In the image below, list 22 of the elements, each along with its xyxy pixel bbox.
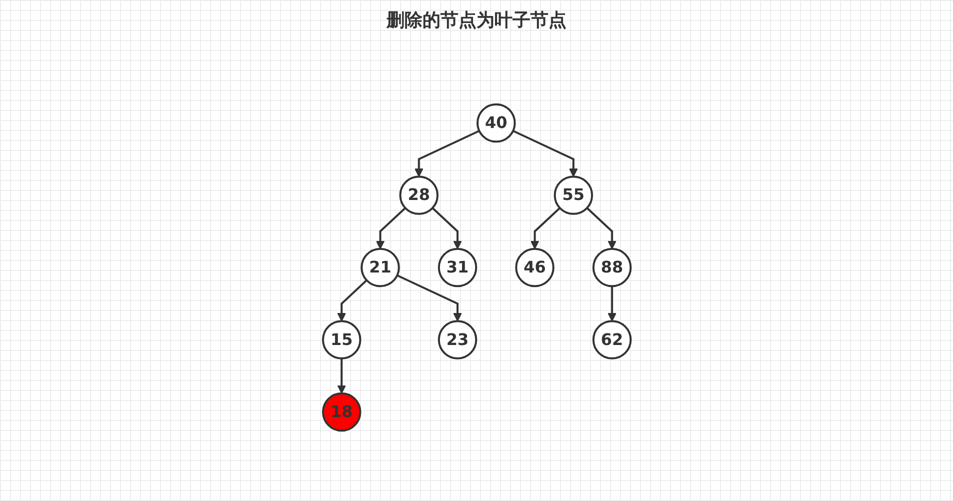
node-circle: 21 — [360, 248, 400, 288]
node-circle: 31 — [438, 248, 477, 288]
node-circle: 55 — [553, 176, 593, 215]
arrow — [414, 130, 480, 177]
arrow — [396, 274, 462, 322]
arrow — [431, 207, 462, 250]
node-circle: 46 — [514, 248, 554, 288]
node-circle: 18 — [322, 392, 361, 432]
node-circle: 62 — [592, 320, 632, 360]
node-circle: 28 — [398, 176, 438, 215]
arrow — [336, 358, 346, 394]
arrow — [376, 207, 406, 250]
node-circle: 88 — [592, 248, 632, 288]
arrow — [586, 207, 616, 250]
arrow — [336, 280, 367, 322]
node-circle: 23 — [438, 320, 477, 360]
arrow — [512, 130, 578, 177]
arrow — [607, 286, 616, 322]
node-circle: 40 — [476, 103, 516, 143]
arrow — [530, 207, 560, 250]
diagram-title: 删除的节点为叶子节点 — [386, 9, 566, 32]
node-circle: 15 — [322, 320, 361, 360]
